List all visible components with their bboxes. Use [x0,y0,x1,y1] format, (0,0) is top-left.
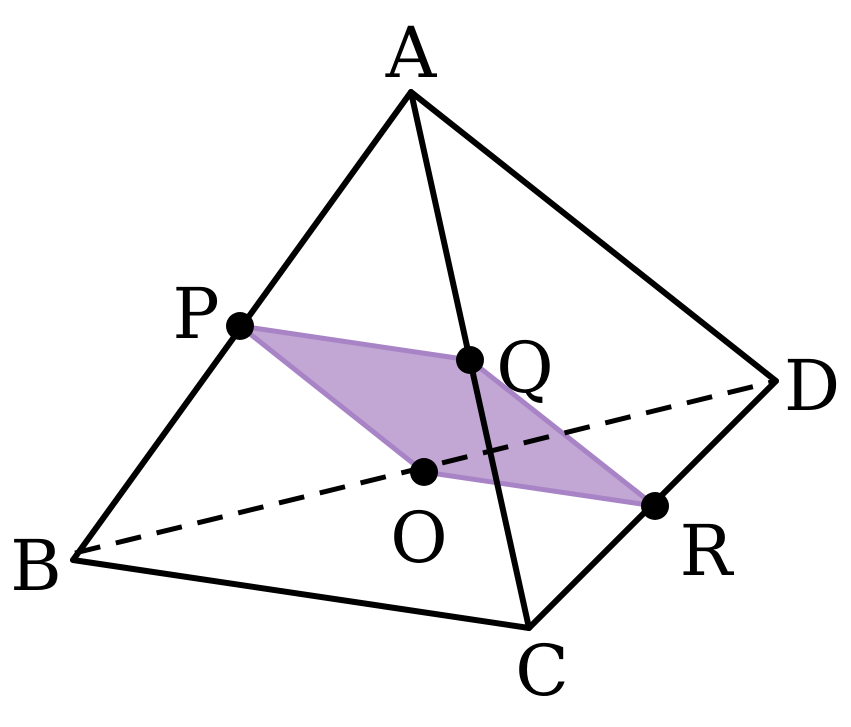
label-Q: Q [496,327,553,409]
label-B: B [10,525,61,607]
label-R: R [680,510,735,592]
label-P: P [172,273,219,355]
section-quadrilateral [237,323,658,509]
label-D: D [784,345,840,427]
point-Q-dot [456,346,484,374]
point-O-dot [410,458,438,486]
edge-BC [70,557,532,631]
point-R-dot [641,492,669,520]
label-C: C [515,630,569,712]
label-A: A [385,12,438,94]
edge-AD [408,89,779,384]
label-O: O [390,497,447,579]
point-P-dot [226,312,254,340]
